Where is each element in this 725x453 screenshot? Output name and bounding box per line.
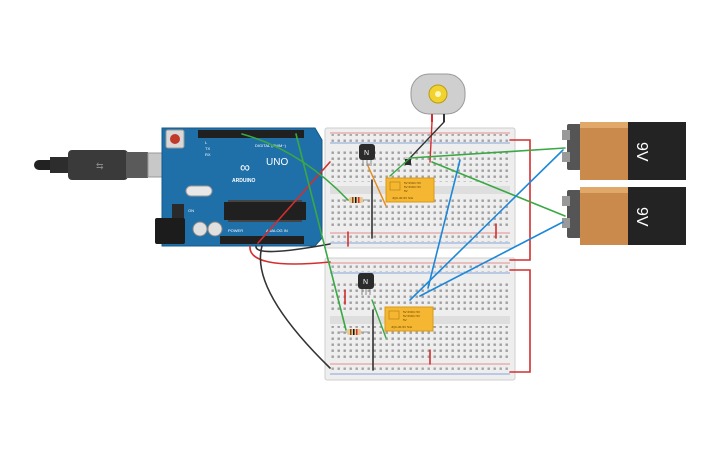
wire-black-gnd-1[interactable] (259, 245, 331, 369)
wire-green-signal-2[interactable] (295, 133, 347, 331)
wire-green-relay-2[interactable] (371, 299, 387, 339)
relay-2[interactable]: 5V 6VDC 5V 5V 6VDC 5V 5V JQC-3F-5V S/H (384, 306, 434, 332)
transistor-2[interactable]: N (358, 273, 374, 295)
analog-label: ANALOG IN (266, 228, 288, 233)
wire-red-motor[interactable] (429, 121, 433, 163)
relay-2-line3: 5V (403, 318, 407, 322)
arduino-logo-mark: ∞ (240, 159, 250, 175)
arduino-model: UNO (266, 157, 288, 168)
relay-1-line3: 5V (404, 189, 408, 193)
wire-red-arduino-rail[interactable] (249, 245, 331, 265)
wire-green-battery-2[interactable] (431, 161, 566, 217)
on-label: ON (188, 208, 194, 213)
relay-1-line1: 5V 6VDC 5V (404, 181, 421, 185)
regulator (172, 204, 184, 218)
wire-red-arduino-5v[interactable] (257, 161, 331, 244)
power-jack[interactable] (155, 218, 185, 244)
relay-1-line2: 5V 6VDC 5V (404, 185, 421, 189)
resistor-2[interactable] (340, 329, 368, 335)
relay-2-line2: 5V 6VDC 5V (403, 314, 420, 318)
battery-2[interactable]: 9V (562, 187, 686, 245)
wire-blue-3[interactable] (427, 159, 461, 289)
wire-red-rail-bottom[interactable] (509, 269, 531, 373)
diode[interactable] (405, 157, 411, 165)
digital-header (198, 130, 304, 138)
battery-1-label: 9V (633, 142, 650, 162)
arduino-uno[interactable]: ∞ ARDUINO UNO DIGITAL (PWM~) ANALOG IN P… (155, 127, 323, 247)
capacitor-2 (207, 221, 223, 237)
transistor-2-label: N (363, 279, 368, 286)
wires (241, 121, 566, 373)
atmega-chip (224, 202, 306, 220)
resistor-1[interactable] (342, 197, 370, 203)
capacitor-1 (192, 221, 208, 237)
wire-black-gnd-2[interactable] (255, 243, 331, 253)
battery-1[interactable]: 9V (562, 122, 686, 180)
rx-label: RX (205, 152, 211, 157)
power-header (220, 236, 248, 244)
wire-blue-1[interactable] (409, 149, 564, 301)
transistor-1[interactable]: N (359, 144, 375, 166)
relay-1[interactable]: 5V 6VDC 5V 5V 6VDC 5V 5V JQC-3F-5V S/H (385, 177, 435, 203)
battery-2-label: 9V (633, 207, 650, 227)
usb-icon: ⇆ (96, 161, 104, 171)
tx-label: TX (205, 146, 210, 151)
transistor-1-label: N (364, 150, 369, 157)
wire-blue-2[interactable] (419, 221, 564, 297)
digital-label: DIGITAL (PWM~) (255, 143, 287, 148)
power-label: POWER (228, 228, 243, 233)
wire-green-signal-1[interactable] (241, 133, 349, 201)
relay-1-line4: JQC-3F-5V S/H (392, 196, 413, 200)
wire-red-rail-top[interactable] (509, 139, 531, 261)
relay-2-line1: 5V 6VDC 5V (403, 310, 420, 314)
usb-cable[interactable]: ⇆ (34, 150, 169, 180)
arduino-brand: ARDUINO (232, 178, 255, 184)
dc-motor[interactable] (410, 73, 466, 122)
wire-orange[interactable] (367, 165, 387, 207)
wire-black-motor[interactable] (409, 121, 445, 159)
l-label: L (205, 140, 208, 145)
relay-2-line4: JQC-3F-5V S/H (391, 325, 412, 329)
wire-green-battery-1[interactable] (409, 147, 566, 159)
wire-green-relay-1[interactable] (389, 157, 411, 177)
analog-header (248, 236, 304, 244)
crystal (185, 185, 213, 197)
